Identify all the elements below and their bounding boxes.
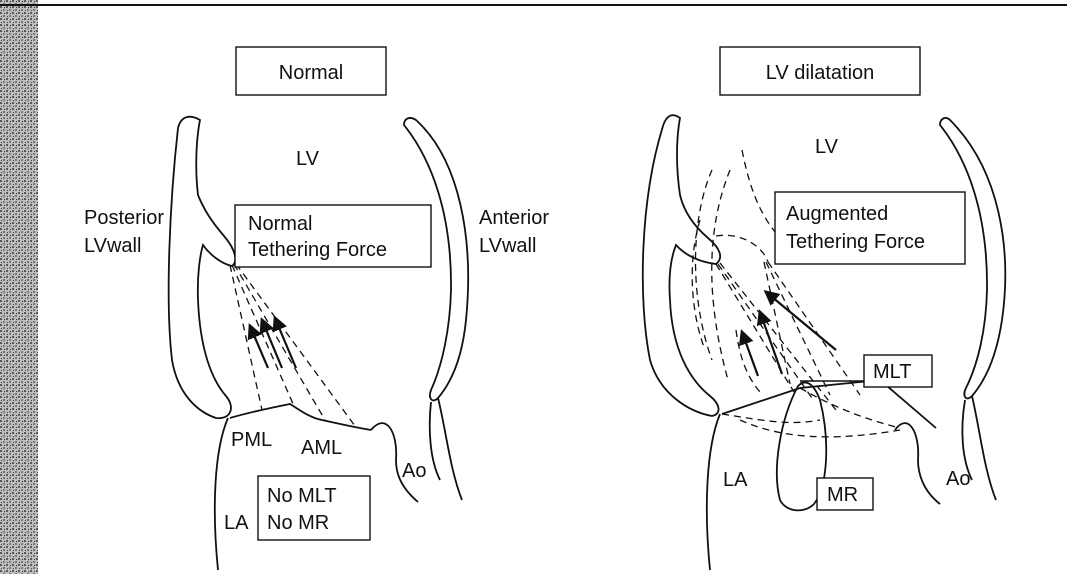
dilated-posterior-wall [643,115,720,416]
anterior-label-1: Anterior [479,207,549,229]
aorta-right-line [438,398,462,500]
normal-title: Normal [279,62,343,84]
scan-edge [0,0,38,574]
posterior-label-2: LVwall [84,235,141,257]
chorda-1 [230,265,262,410]
augmented-force-label-1: Augmented [786,203,888,225]
status-label-2: No MR [267,512,329,534]
dilated-la-label: LA [723,469,748,491]
augmented-arrow-1 [742,332,758,376]
posterior-label-1: Posterior [84,207,164,229]
dilated-la-left [707,414,720,570]
normal-force-label-2: Tethering Force [248,239,387,261]
normal-lv-label: LV [296,148,320,170]
anterior-label-2: LVwall [479,235,536,257]
mitral-leaflets [230,404,371,430]
dilatation-panel: LV dilatation [643,47,1005,570]
prior-wall-3 [692,220,705,350]
dilated-ao-label: Ao [946,468,970,490]
tented-leaflet-1 [722,414,820,422]
prior-wall-6 [736,330,760,392]
mr-label: MR [827,484,858,506]
normal-la-label: LA [224,512,249,534]
posterior-lv-wall [169,117,236,418]
pml-label: PML [231,429,272,451]
prior-wall-5 [716,235,768,262]
normal-ao-label: Ao [402,460,426,482]
status-label-1: No MLT [267,485,337,507]
la-left-outline [215,418,228,570]
mlt-label: MLT [873,361,912,383]
chorda-4 [236,264,355,426]
chorda-2 [232,265,294,406]
dilated-chorda-5 [766,262,830,395]
aorta-left-line [430,402,440,480]
dilated-chorda-6 [768,262,860,395]
tented-leaflet-3 [740,420,900,437]
prior-wall-4 [742,150,780,238]
aml-label: AML [301,437,342,459]
prior-wall-2 [712,170,730,380]
dilated-la-right [895,423,940,504]
augmented-force-label-2: Tethering Force [786,231,925,253]
augmented-arrow-2 [760,312,782,374]
dilatation-title: LV dilatation [766,62,875,84]
dilated-chorda-2 [718,264,812,398]
dilated-aorta-right [972,396,996,500]
normal-panel: Normal LV Posterior LVwall Anterior LVwa… [84,47,549,570]
dilated-lv-label: LV [815,136,839,158]
prior-wall-1 [696,170,713,360]
normal-force-label-1: Normal [248,213,312,235]
tethering-arrow-1 [250,326,268,368]
tented-leaflet-2 [800,388,900,428]
